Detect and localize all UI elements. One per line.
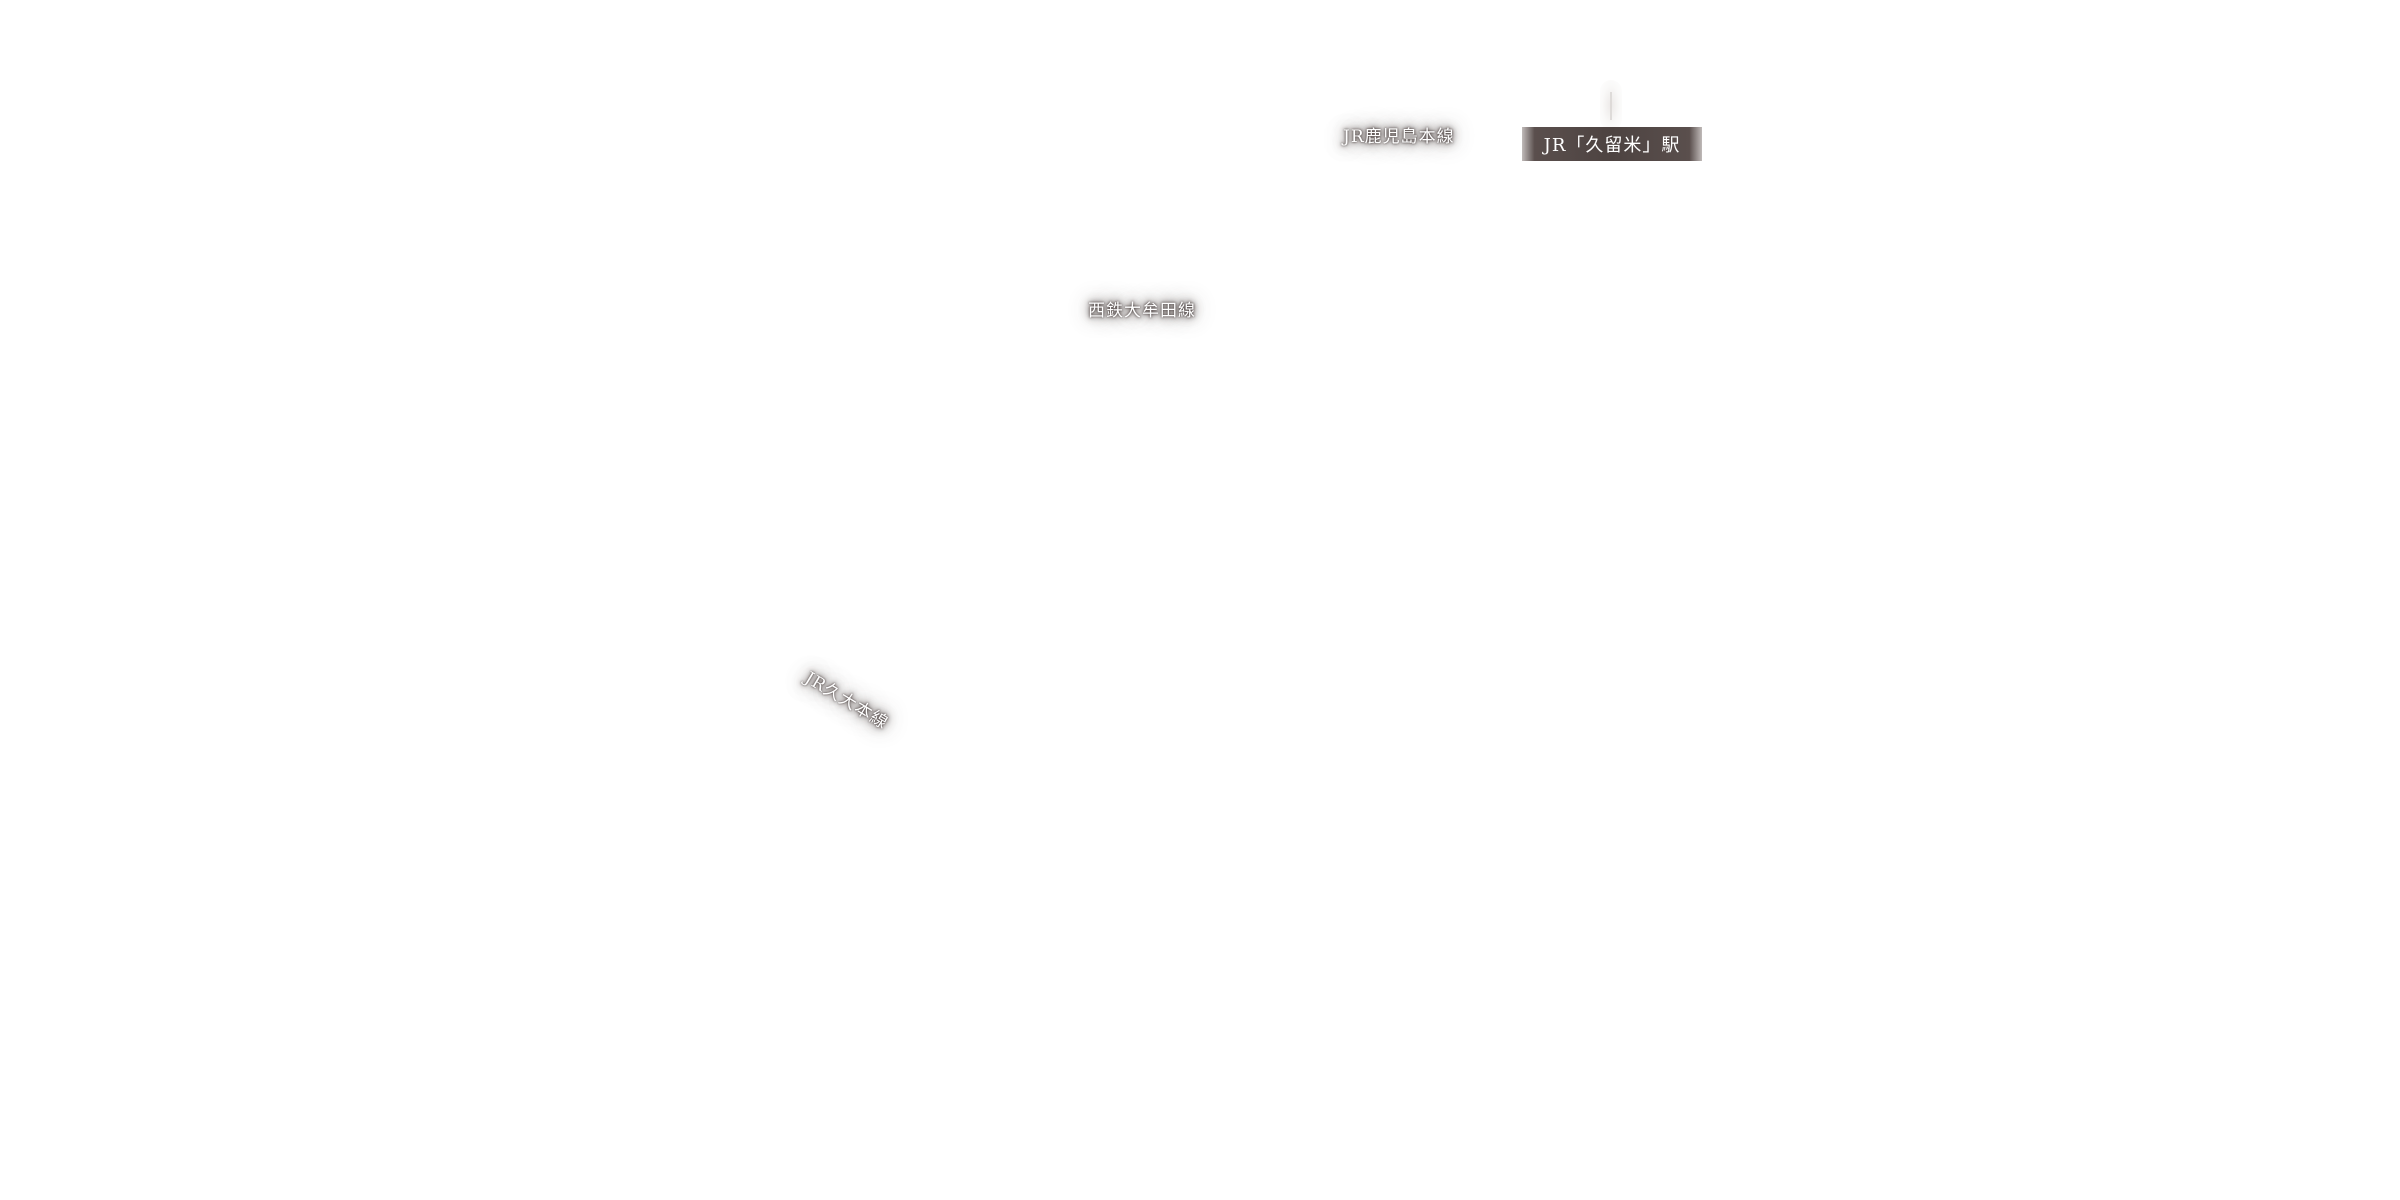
station-label-text: JR「久留米」駅 [1543, 135, 1681, 156]
station-label-kurume: JR「久留米」駅 [1522, 127, 1702, 161]
station-pin-icon [1610, 92, 1612, 120]
rail-line-label-nishitetsu-omuta: 西鉄大牟田線 [1088, 301, 1196, 321]
rail-line-label-kagoshima-main: JR鹿児島本線 [1343, 127, 1455, 147]
rail-line-label-kyudai-main: JR久大本線 [801, 668, 892, 734]
